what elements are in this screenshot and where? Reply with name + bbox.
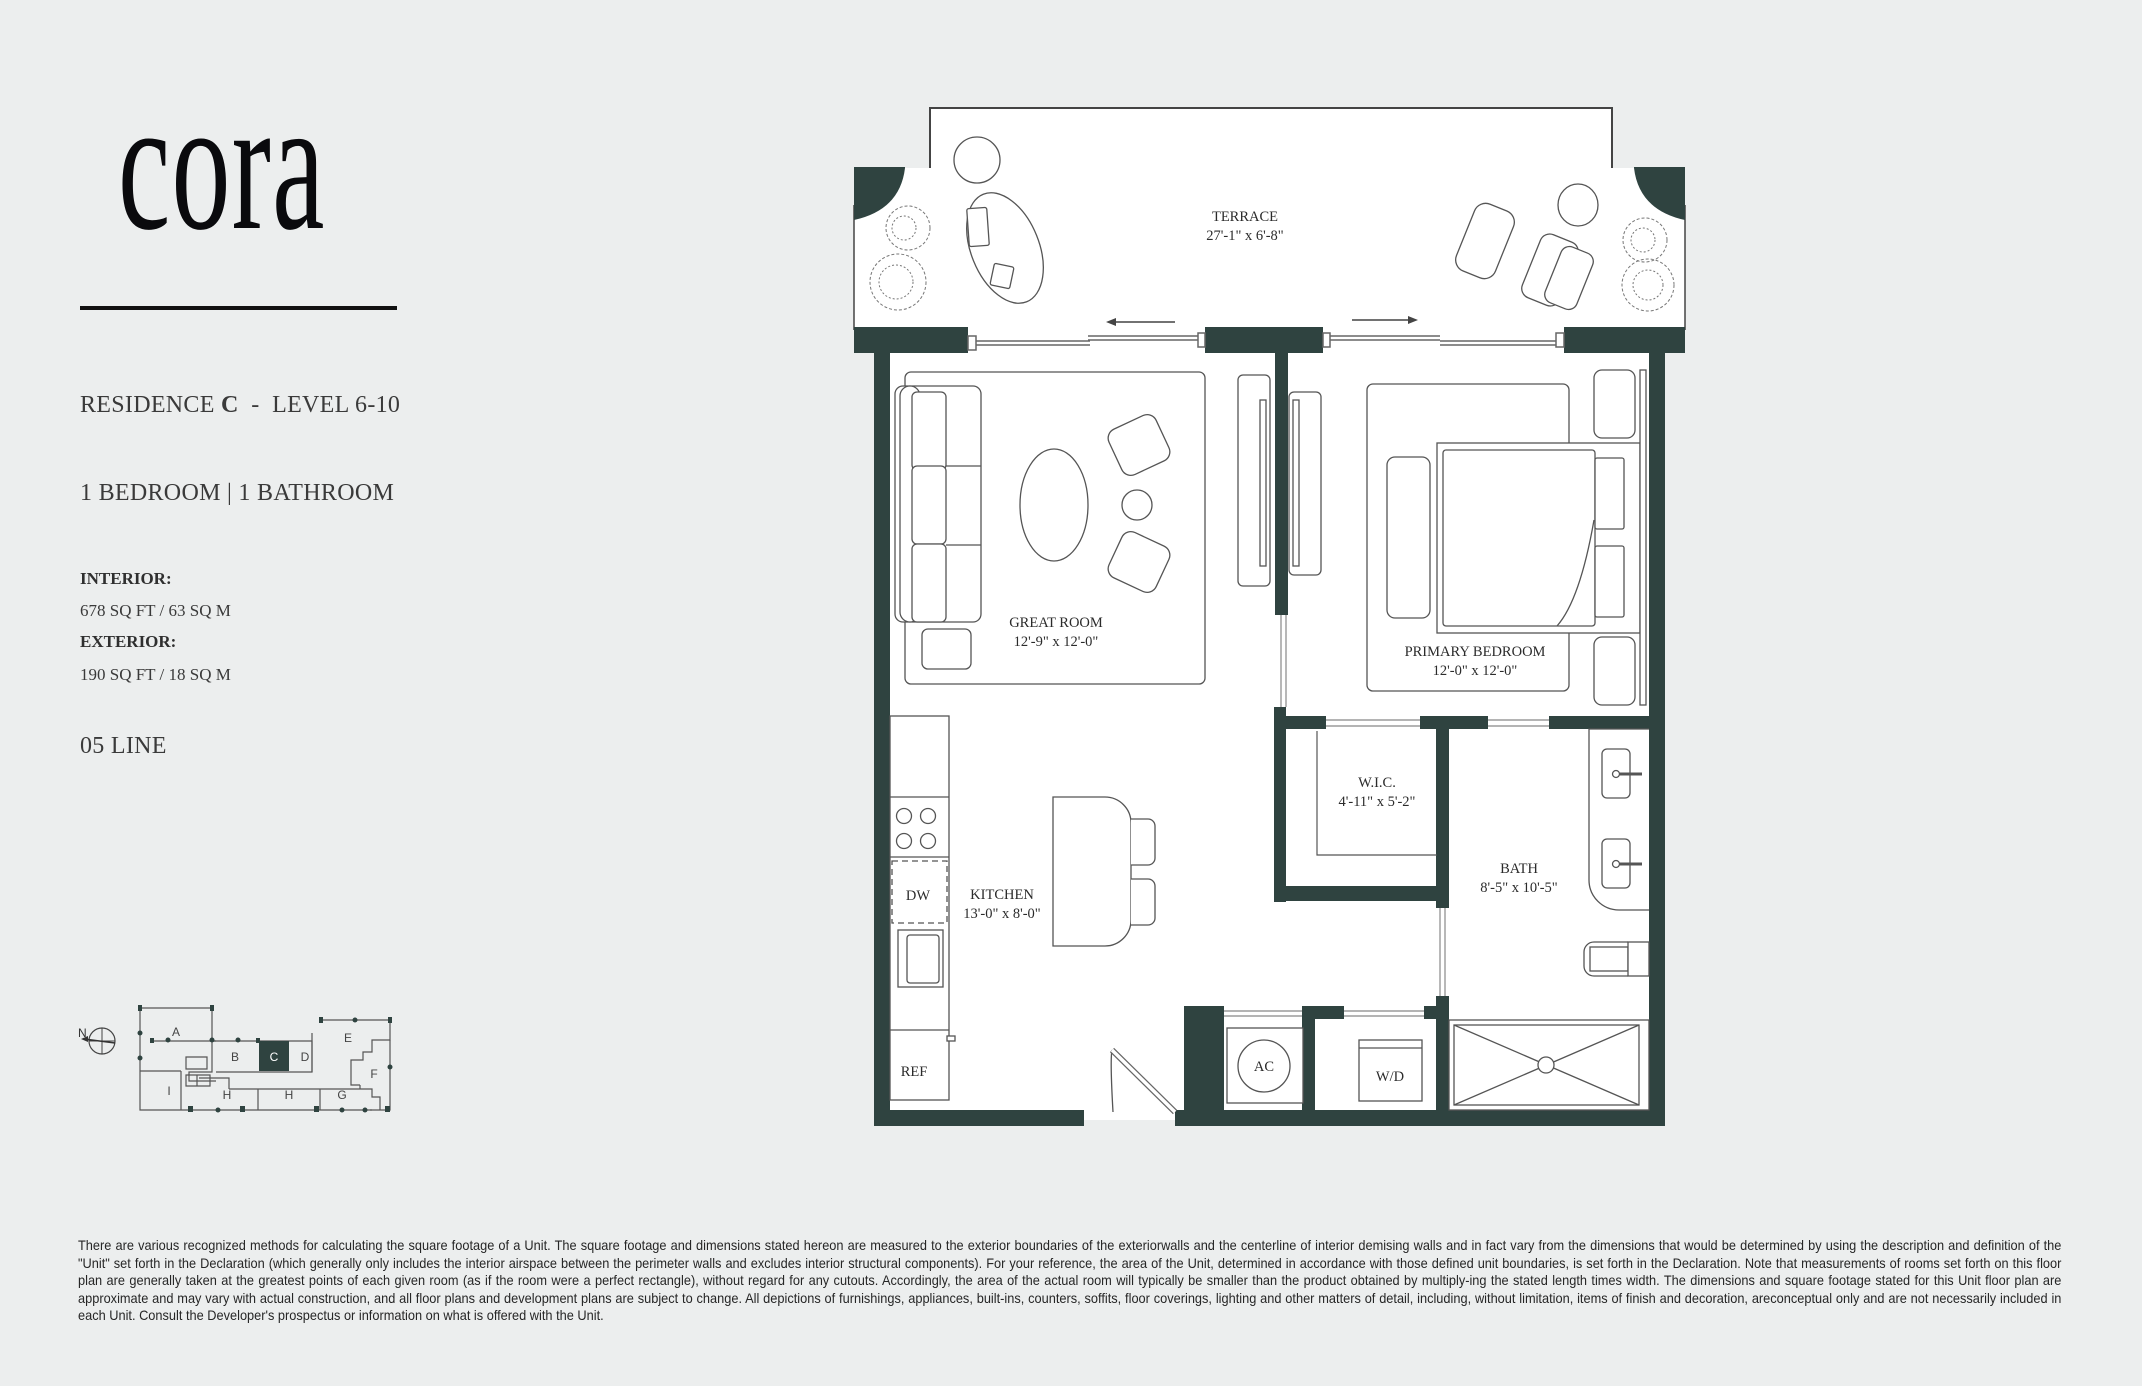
- svg-text:C: C: [270, 1050, 279, 1064]
- residence-letter: C: [221, 392, 239, 418]
- terrace-furniture: [953, 136, 1599, 311]
- washer-dryer-label: W/D: [1376, 1069, 1404, 1085]
- residence-prefix: RESIDENCE: [80, 392, 221, 418]
- ac-label: AC: [1254, 1059, 1274, 1075]
- wic-dims: 4'-11" x 5'-2": [1339, 794, 1416, 810]
- great-room-dims: 12'-9" x 12'-0": [1014, 634, 1099, 650]
- planter-shrubs-icon: [869, 205, 1675, 312]
- kitchen-counters: [889, 715, 956, 1101]
- terrace-corner-right: [1634, 167, 1685, 220]
- bath-label: BATH: [1500, 861, 1538, 877]
- svg-text:A: A: [172, 1025, 180, 1039]
- svg-text:G: G: [337, 1088, 346, 1102]
- svg-text:H: H: [285, 1088, 294, 1102]
- terrace-dims: 27'-1" x 6'-8": [1206, 228, 1284, 244]
- unit-line: 05 LINE: [80, 733, 167, 759]
- kitchen-island: [1052, 796, 1156, 947]
- north-label: N: [78, 1026, 87, 1040]
- great-room-furniture: [894, 371, 1206, 685]
- svg-text:H: H: [223, 1088, 232, 1102]
- great-room-label: GREAT ROOM: [1009, 615, 1103, 631]
- interior-area: 678 SQ FT / 63 SQ M: [80, 601, 231, 620]
- cora-logo: cora: [118, 60, 326, 270]
- legal-disclaimer: There are various recognized methods for…: [78, 1238, 2062, 1324]
- bath-fixtures: [1448, 728, 1650, 1111]
- interior-label: INTERIOR:: [80, 569, 172, 588]
- bath-dims: 8'-5" x 10'-5": [1480, 880, 1558, 896]
- primary-bedroom-dims: 12'-0" x 12'-0": [1433, 663, 1518, 679]
- room-labels: TERRACE 27'-1" x 6'-8" GREAT ROOM 12'-9"…: [901, 209, 1558, 1085]
- svg-text:F: F: [370, 1067, 377, 1081]
- svg-text:I: I: [167, 1084, 170, 1098]
- wic-shelving: [1316, 731, 1437, 856]
- svg-text:E: E: [344, 1031, 352, 1045]
- exterior-label: EXTERIOR:: [80, 632, 177, 651]
- wic-label: W.I.C.: [1358, 775, 1396, 791]
- highlighted-unit-c: [259, 1041, 289, 1071]
- terrace-corner-left: [854, 167, 905, 220]
- utility-closets: [1226, 1027, 1423, 1104]
- primary-bedroom-label: PRIMARY BEDROOM: [1405, 644, 1546, 660]
- logo-divider: [80, 306, 397, 310]
- exterior-area: 190 SQ FT / 18 SQ M: [80, 665, 231, 684]
- svg-text:D: D: [301, 1050, 310, 1064]
- residence-title: RESIDENCE C - LEVEL 6-10: [80, 392, 400, 419]
- dishwasher-label: DW: [906, 888, 930, 904]
- kitchen-label: KITCHEN: [970, 887, 1034, 903]
- refrigerator-label: REF: [901, 1064, 928, 1080]
- slide-arrows: [1106, 316, 1418, 326]
- svg-text:B: B: [231, 1050, 239, 1064]
- residence-level: - LEVEL 6-10: [238, 392, 401, 418]
- walls: [854, 327, 1685, 1126]
- entry-door[interactable]: [1109, 1047, 1178, 1115]
- terrace-label: TERRACE: [1212, 209, 1278, 225]
- bedroom-furniture: [1366, 369, 1647, 706]
- sliding-doors[interactable]: [967, 332, 1565, 351]
- terrace-outline: [929, 107, 1613, 168]
- north-compass-icon: N: [78, 1026, 116, 1055]
- kitchen-dims: 13'-0" x 8'-0": [963, 906, 1041, 922]
- media-console: [1237, 374, 1322, 587]
- bed-bath-count: 1 BEDROOM | 1 BATHROOM: [80, 480, 395, 506]
- key-plan: N A B C D E F G H H I: [78, 1005, 393, 1113]
